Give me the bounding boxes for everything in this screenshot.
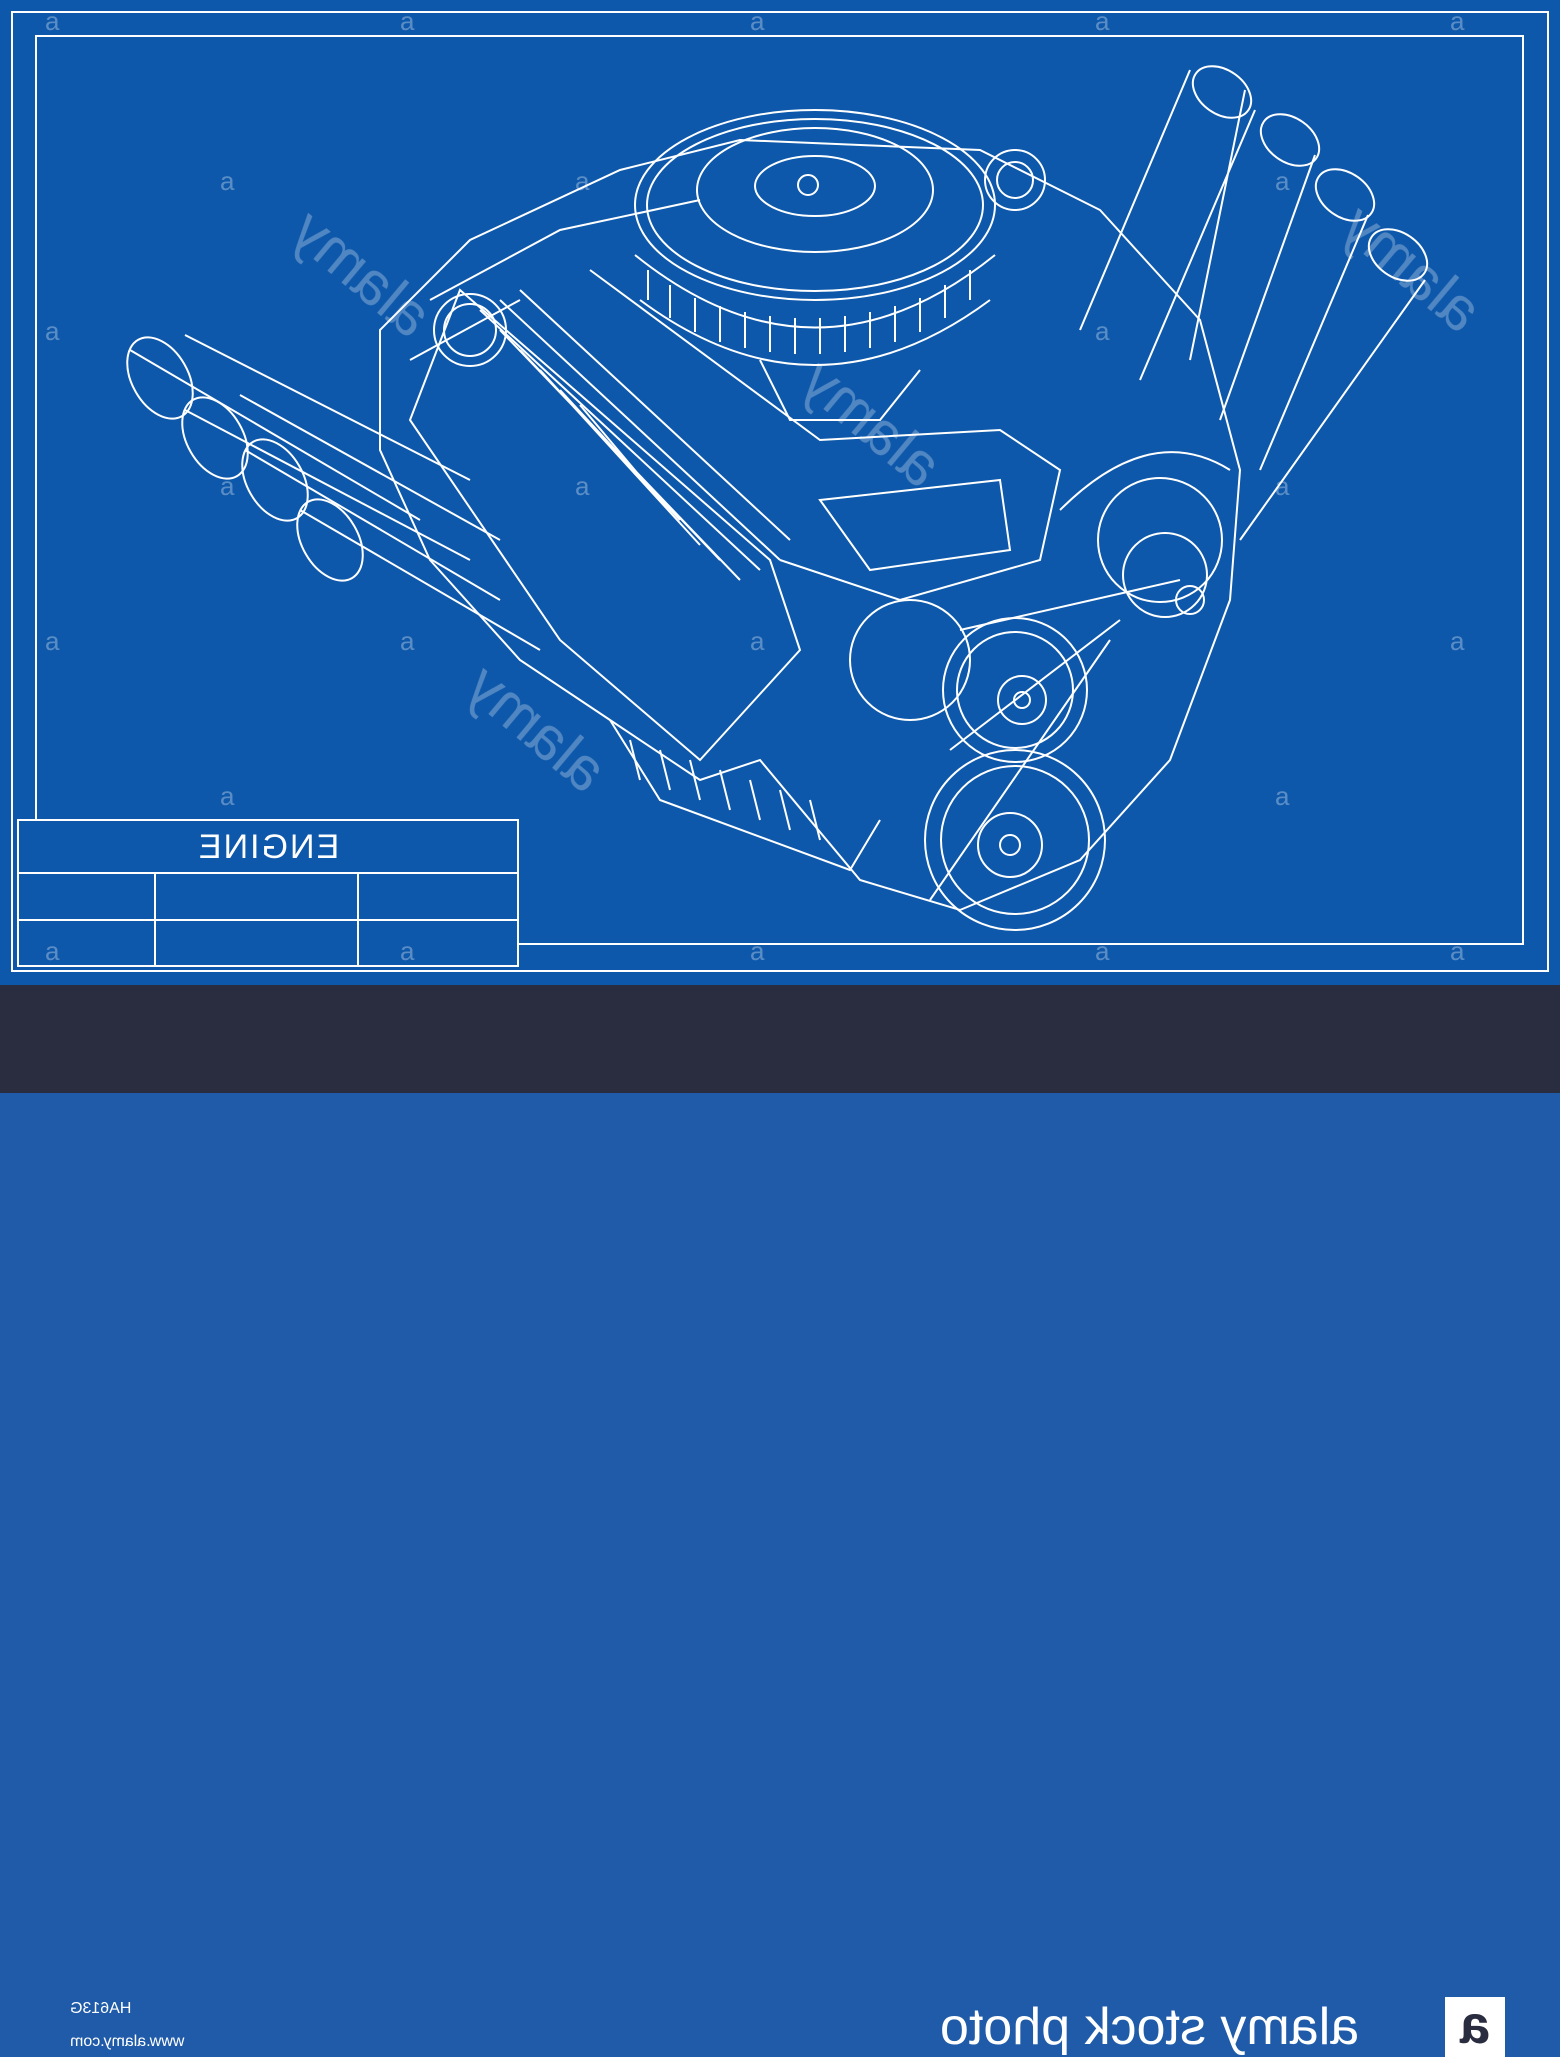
watermark-mark: a — [750, 6, 765, 36]
watermark-mark: a — [45, 936, 60, 966]
watermark-mark: a — [750, 936, 765, 966]
watermark-mark: a — [1450, 6, 1465, 36]
right-exhaust-pipes — [1079, 65, 1429, 541]
watermark-mark: a — [45, 6, 60, 36]
brand-logo-icon: a — [1445, 1995, 1505, 2057]
watermark-mark: a — [1095, 6, 1110, 36]
watermark-mark: a — [1095, 316, 1110, 346]
watermark-mark: a — [1275, 166, 1290, 196]
watermark-mark: a — [1275, 781, 1290, 811]
stock-footer: HA613G www.alamy.com alamy stock photo a — [0, 985, 1560, 2057]
watermark-mark: a — [1095, 936, 1110, 966]
watermark-mark: a — [1275, 471, 1290, 501]
left-exhaust-pipes — [126, 334, 541, 651]
watermark-mark: a — [45, 626, 60, 656]
outer-border — [11, 11, 1549, 972]
watermark-wordmark: alamy — [279, 196, 445, 350]
watermark-mark: a — [400, 936, 415, 966]
engine-drawing: alamy alamy alamy alamy a a a a a a a a … — [11, 6, 1549, 972]
watermark-marks: a a a a a a a a a a a a a a a a a a a a — [45, 6, 1465, 966]
brand-name: alamy stock photo — [940, 1998, 1360, 2056]
inner-border — [35, 35, 1524, 945]
watermark-mark: a — [400, 626, 415, 656]
watermark-mark: a — [220, 471, 235, 501]
watermark-mark: a — [575, 471, 590, 501]
website-url: www.alamy.com — [70, 2033, 185, 2050]
blueprint-sheet: alamy alamy alamy alamy a a a a a a a a … — [0, 0, 1560, 985]
watermark-wordmark: alamy — [454, 651, 620, 805]
watermark-mark: a — [750, 626, 765, 656]
watermark-mark: a — [1450, 626, 1465, 656]
watermark-mark: a — [45, 316, 60, 346]
pulley-assembly — [849, 451, 1231, 931]
watermark-wordmark: alamy — [1329, 191, 1495, 345]
watermark-mark: a — [220, 781, 235, 811]
title-block — [17, 819, 519, 967]
watermark-mark: a — [1450, 936, 1465, 966]
watermark-mark: a — [220, 166, 235, 196]
watermark-wordmark: alamy — [789, 346, 955, 500]
watermark-mark: a — [400, 6, 415, 36]
title-block-label: ENGINE — [196, 827, 340, 866]
watermark-mark: a — [575, 166, 590, 196]
image-id: HA613G — [70, 2000, 132, 2017]
air-cleaner — [634, 109, 996, 421]
